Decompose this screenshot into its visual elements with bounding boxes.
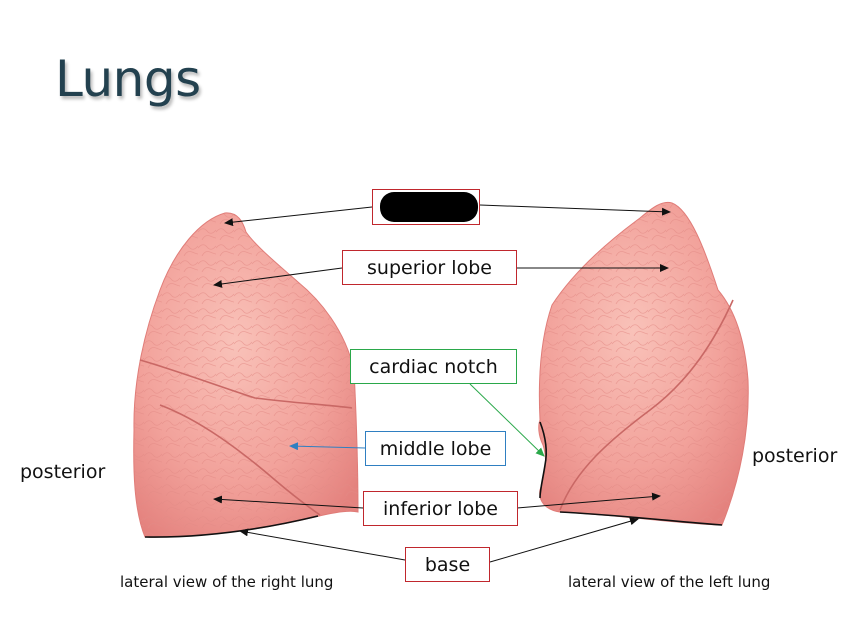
superior-lobe-label: superior lobe bbox=[342, 250, 517, 285]
cardiac-notch-label: cardiac notch bbox=[350, 349, 517, 384]
left-lung bbox=[539, 202, 749, 525]
caption-left-lung: lateral view of the left lung bbox=[568, 573, 770, 591]
posterior-label-left: posterior bbox=[20, 461, 105, 483]
base-label: base bbox=[405, 547, 490, 582]
apex-arrow-left-lung bbox=[480, 205, 670, 212]
middle-lobe-label: middle lobe bbox=[365, 431, 506, 466]
apex-arrow-right-lung bbox=[225, 207, 372, 223]
base-arrow-right bbox=[240, 531, 405, 560]
caption-right-lung: lateral view of the right lung bbox=[120, 573, 333, 591]
inferior-lobe-label: inferior lobe bbox=[363, 491, 518, 526]
posterior-label-right: posterior bbox=[752, 445, 837, 467]
right-lung bbox=[134, 213, 358, 537]
redaction-mark bbox=[380, 192, 478, 222]
